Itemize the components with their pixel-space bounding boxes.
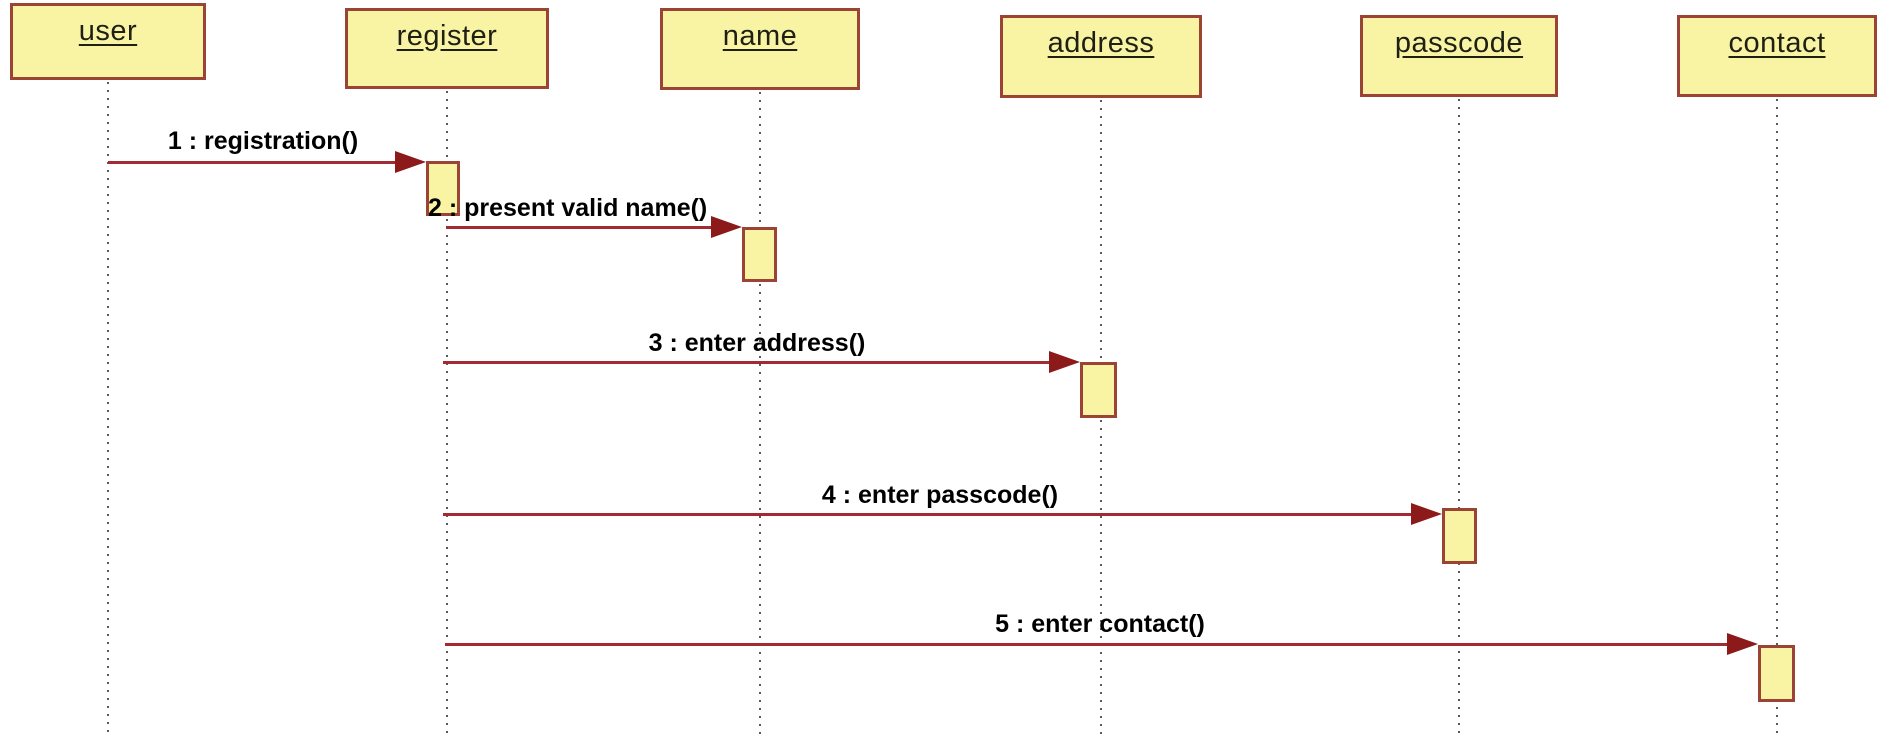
message-4-arrowhead-icon [1411,503,1442,525]
message-1-label: 1 : registration() [167,127,359,155]
message-3-label: 3 : enter address() [648,329,866,357]
message-4-label: 4 : enter passcode() [821,481,1059,509]
object-label-name: name [722,20,798,52]
lifeline-passcode [1458,99,1460,738]
object-label-address: address [1047,27,1155,59]
object-label-contact: contact [1728,27,1826,59]
message-1-arrowhead-icon [395,151,426,173]
message-2-label: 2 : present valid name() [428,194,708,222]
message-4-line [443,513,1411,516]
lifeline-register [446,91,448,738]
lifeline-user [107,82,109,738]
message-2-line [446,226,714,229]
object-box-address: address [1000,15,1202,98]
message-5-arrowhead-icon [1727,633,1758,655]
message-3-arrowhead-icon [1049,351,1080,373]
activation-address [1080,362,1117,418]
object-label-user: user [78,15,138,47]
lifeline-name [759,92,761,738]
object-box-user: user [10,3,206,80]
object-box-name: name [660,8,860,90]
object-box-register: register [345,8,549,89]
object-box-passcode: passcode [1360,15,1558,97]
message-3-line [443,361,1051,364]
message-5-line [445,643,1727,646]
activation-passcode [1442,508,1477,564]
activation-contact [1758,645,1795,702]
activation-name [742,227,777,282]
message-1-line [108,161,398,164]
object-label-passcode: passcode [1394,27,1524,59]
object-box-contact: contact [1677,15,1877,97]
lifeline-contact [1776,99,1778,738]
activation-register [426,161,460,216]
message-5-label: 5 : enter contact() [995,610,1205,638]
message-2-arrowhead-icon [711,216,742,238]
object-label-register: register [396,20,498,52]
lifeline-address [1100,100,1102,738]
